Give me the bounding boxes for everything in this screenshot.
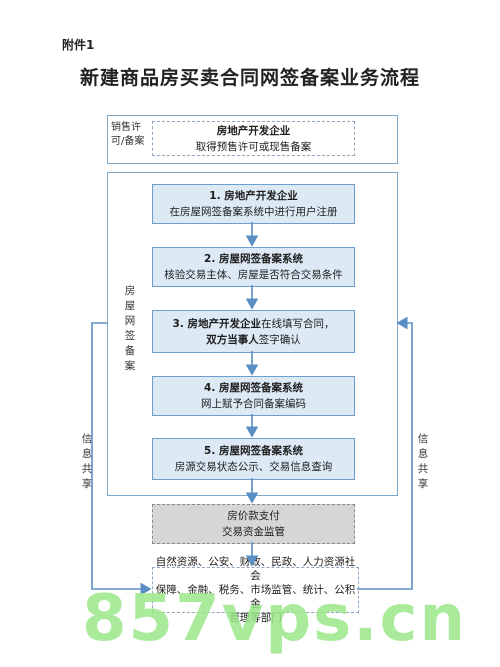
info-share-char: 信 [417,433,429,445]
watermark: 857vps.cn [82,582,468,656]
info-share-char: 享 [81,478,93,490]
info-share-char: 息 [417,448,429,460]
info-share-char: 信 [81,433,93,445]
step-1-desc: 在房屋网签备案系统中进行用户注册 [169,206,338,218]
right-info-share-connector [357,316,413,590]
permit-side-label-line2: 可/备案 [111,136,145,147]
step-4-box: 4. 房屋网签备案系统 网上赋予合同备案编码 [152,376,355,416]
netsign-char: 网 [124,315,136,327]
step-4-title: 4. 房屋网签备案系统 [204,382,303,394]
step-1-box: 1. 房地产开发企业 在房屋网签备案系统中进行用户注册 [152,184,355,224]
info-share-char: 共 [417,463,429,475]
developer-permit-box: 房地产开发企业 取得预售许可或现售备案 [152,121,355,156]
departments-line3: 管理等部门 [229,612,282,624]
netsign-char: 屋 [124,300,136,312]
permit-side-label: 销售许 可/备案 [111,121,151,149]
step-2-desc: 核验交易主体、房屋是否符合交易条件 [164,269,343,281]
step-5-desc: 房源交易状态公示、交易信息查询 [174,461,333,473]
payment-line2: 交易资金监管 [222,526,285,538]
info-share-left-label: 信 息 共 享 [80,432,94,492]
step-5-box: 5. 房屋网签备案系统 房源交易状态公示、交易信息查询 [152,438,355,480]
step-3-line2: 双方当事人签字确认 [206,332,301,348]
attachment-label: 附件1 [62,38,95,52]
permit-box-line1: 房地产开发企业 [216,124,291,137]
page-title: 新建商品房买卖合同网签备案业务流程 [79,67,420,89]
info-share-char: 息 [81,448,93,460]
step-2-box: 2. 房屋网签备案系统 核验交易主体、房屋是否符合交易条件 [152,247,355,287]
step-4-desc: 网上赋予合同备案编码 [201,398,306,410]
netsign-char: 房 [124,285,136,297]
netsign-char: 案 [124,360,136,372]
payment-line1: 房价款支付 [227,510,280,522]
step-3-line1-rest: 在线填写合同， [260,317,335,330]
step-3-box: 3. 房地产开发企业在线填写合同， 双方当事人签字确认 [152,310,355,353]
step-3-title: 3. 房地产开发企业 [172,317,261,330]
step-3-line1: 3. 房地产开发企业在线填写合同， [173,316,335,332]
departments-line2: 保障、金融、税务、市场监管、统计、公积金 [155,584,356,610]
step-3-parties: 双方当事人 [206,333,259,346]
permit-side-label-line1: 销售许 [111,122,141,133]
netsign-char: 签 [124,330,136,342]
permit-section-frame [107,115,398,164]
netsign-side-label: 房 屋 网 签 备 案 [123,284,137,374]
netsign-char: 备 [124,345,136,357]
info-share-char: 享 [417,478,429,490]
step-2-title: 2. 房屋网签备案系统 [204,253,303,265]
step-5-title: 5. 房屋网签备案系统 [204,445,303,457]
payment-supervision-box: 房价款支付 交易资金监管 [152,504,355,544]
left-info-share-connector [91,322,152,596]
step-1-title: 1. 房地产开发企业 [209,190,298,202]
step-3-line2-rest: 签字确认 [258,333,301,346]
permit-box-line2: 取得预售许可或现售备案 [195,140,312,153]
info-share-right-label: 信 息 共 享 [416,432,430,492]
info-share-char: 共 [81,463,93,475]
